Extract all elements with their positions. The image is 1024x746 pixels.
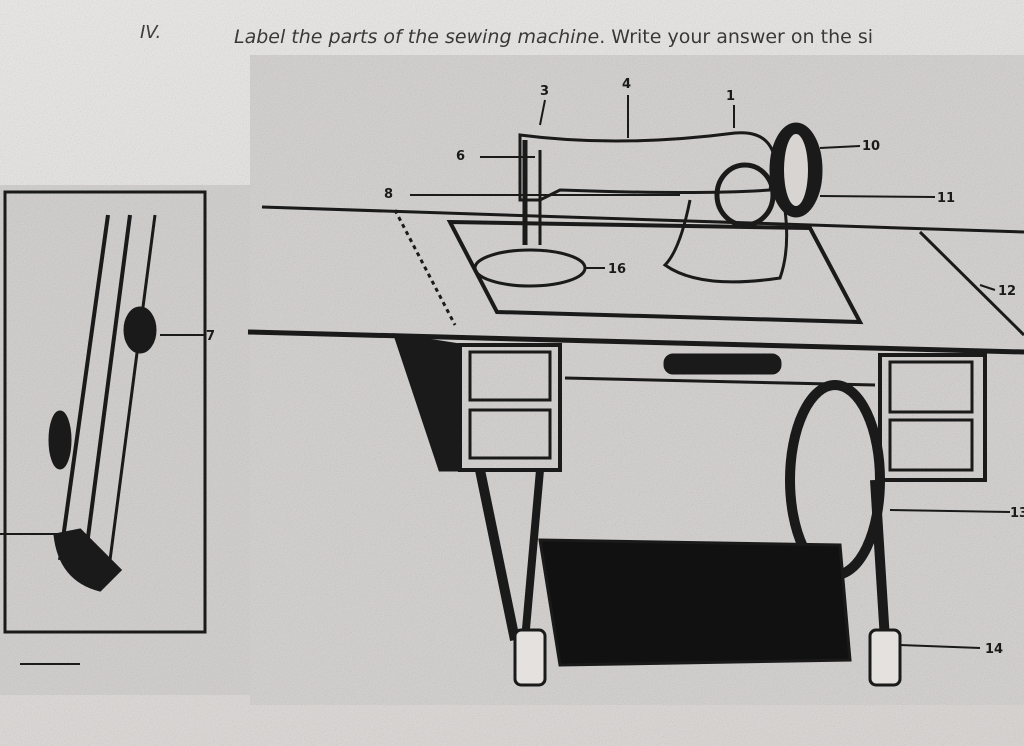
label-14: 14 [985,642,1003,657]
print-grain [0,55,1024,705]
label-16: 16 [608,262,626,277]
label-4: 4 [622,77,631,92]
label-7: 7 [206,329,215,344]
label-8: 8 [384,187,393,202]
instruction-italic: Label the parts of the sewing machine [234,26,600,48]
label-6: 6 [456,149,465,164]
label-1: 1 [726,89,735,104]
instruction-rest: . Write your answer on the si [599,26,874,48]
label-3: 3 [540,84,549,99]
part-labels: 3 4 1 6 10 8 11 16 12 7 13 14 [206,77,1024,657]
label-12: 12 [998,284,1016,299]
machine-lines [0,95,1024,687]
label-13: 13 [1010,506,1024,521]
question-number: IV. [140,22,162,43]
question-instruction: Label the parts of the sewing machine. W… [234,26,873,48]
label-11: 11 [937,191,955,206]
label-10: 10 [862,139,880,154]
